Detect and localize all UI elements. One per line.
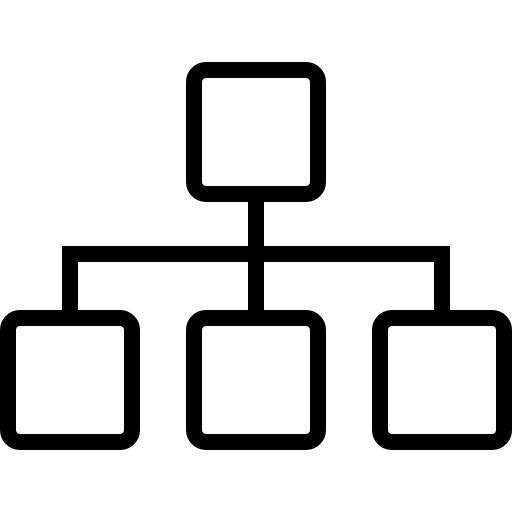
- center-node-box: [186, 310, 326, 450]
- left-node-box: [0, 310, 140, 450]
- connector-lines: [62, 194, 450, 318]
- right-node-box: [372, 310, 512, 450]
- top-node-box: [186, 62, 326, 202]
